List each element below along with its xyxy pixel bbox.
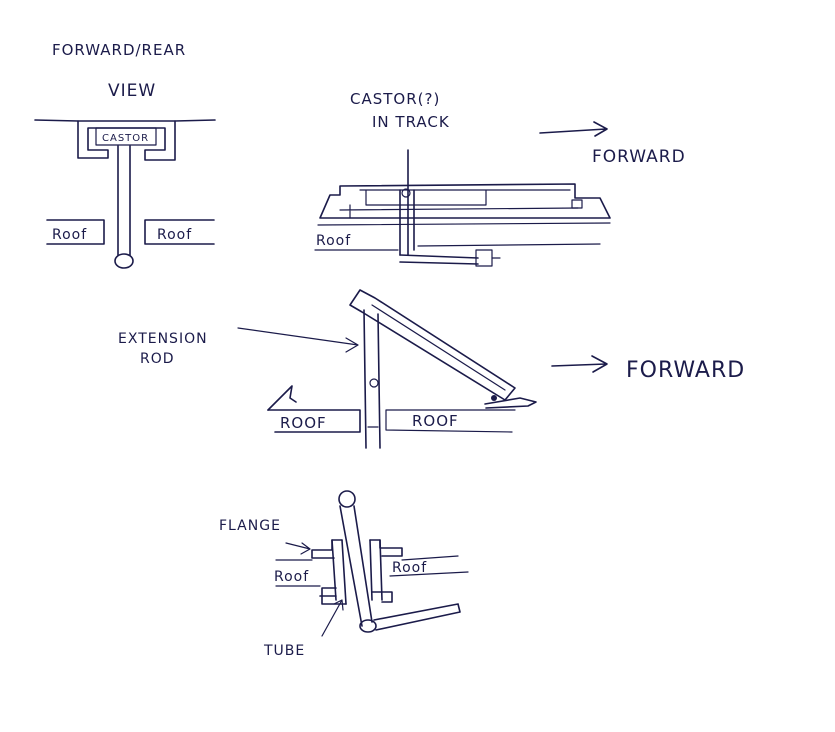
roof-left-lines-4 — [275, 559, 321, 587]
roof-left-block — [267, 409, 361, 433]
flange-label: FLANGE — [219, 518, 281, 534]
roof-right-lines — [385, 409, 516, 433]
vertical-rod — [117, 145, 131, 256]
track-channel — [77, 120, 176, 161]
roof-lines-side — [314, 243, 601, 251]
flange-left — [311, 539, 343, 559]
roof-right-label-4: Roof — [392, 560, 427, 576]
tube-left-wall — [331, 539, 347, 605]
rear-wheel — [571, 199, 583, 209]
extension-rod-label-line1: EXTENSION — [118, 331, 208, 347]
raised-panel — [349, 289, 516, 401]
caster-box — [95, 127, 157, 146]
roof-side-label: Roof — [316, 233, 351, 249]
rear-hook — [267, 385, 297, 411]
lower-flange-right — [371, 591, 393, 603]
extension-rod-pointer — [237, 327, 359, 353]
roof-right-section — [144, 219, 215, 245]
panel-hinge-dot — [491, 395, 497, 401]
flange-right — [369, 539, 403, 557]
flange-tube-sketch: FLANGE Roof Roof TUBE — [219, 490, 469, 659]
extension-rod-label-line2: ROD — [140, 351, 175, 367]
caster-box-label: CASTOR — [102, 133, 149, 144]
roof-left-label: Roof — [52, 227, 87, 243]
caster-note-line2: IN TRACK — [372, 113, 450, 131]
tube-right-wall — [369, 539, 383, 601]
roof-right-lines-4 — [389, 555, 469, 577]
forward-arrow-mid — [551, 355, 608, 373]
track-lower-edge — [317, 222, 611, 226]
caster-pivot — [401, 188, 411, 198]
lower-flange-left — [319, 587, 347, 605]
view-title-line1: FORWARD/REAR — [52, 41, 186, 59]
castor-track-sketch: CASTOR(?) IN TRACK FORWARD Roof — [314, 90, 686, 267]
caster-vertical-pole — [399, 149, 415, 256]
tube-pointer — [321, 599, 344, 637]
arm-pivot — [359, 619, 377, 633]
roof-right-label-3: ROOF — [412, 412, 459, 430]
forward-rear-view-sketch: FORWARD/REAR VIEW CASTOR Roof Roof — [34, 41, 216, 269]
tube-label: TUBE — [263, 643, 305, 659]
tube-ball-top — [338, 490, 356, 508]
forward-label-mid: FORWARD — [626, 358, 745, 383]
horizontal-arm — [399, 254, 479, 265]
flange-pointer — [285, 542, 311, 555]
roof-left-section — [46, 219, 105, 245]
track-inner-rail — [339, 189, 579, 219]
rod-ball-end — [114, 253, 134, 269]
flange-rod — [339, 505, 373, 627]
roof-right-label: Roof — [157, 227, 192, 243]
raised-panel-inner — [371, 304, 506, 391]
forward-arrow-top — [539, 121, 608, 137]
roof-left-label-4: Roof — [274, 569, 309, 585]
roof-left-label-3: ROOF — [280, 414, 327, 432]
forward-label-top: FORWARD — [592, 147, 686, 167]
extension-rod-joint — [369, 378, 379, 388]
extension-rod — [363, 309, 381, 449]
roof-top-line — [34, 119, 216, 122]
bottom-arm — [373, 603, 461, 631]
panel-front-foot — [484, 397, 537, 409]
extension-rod-sketch: EXTENSION ROD ROOF ROOF FORWARD — [118, 289, 745, 449]
view-title-line2: VIEW — [108, 81, 156, 101]
track-outline — [319, 183, 611, 219]
caster-note-line1: CASTOR(?) — [350, 90, 440, 108]
